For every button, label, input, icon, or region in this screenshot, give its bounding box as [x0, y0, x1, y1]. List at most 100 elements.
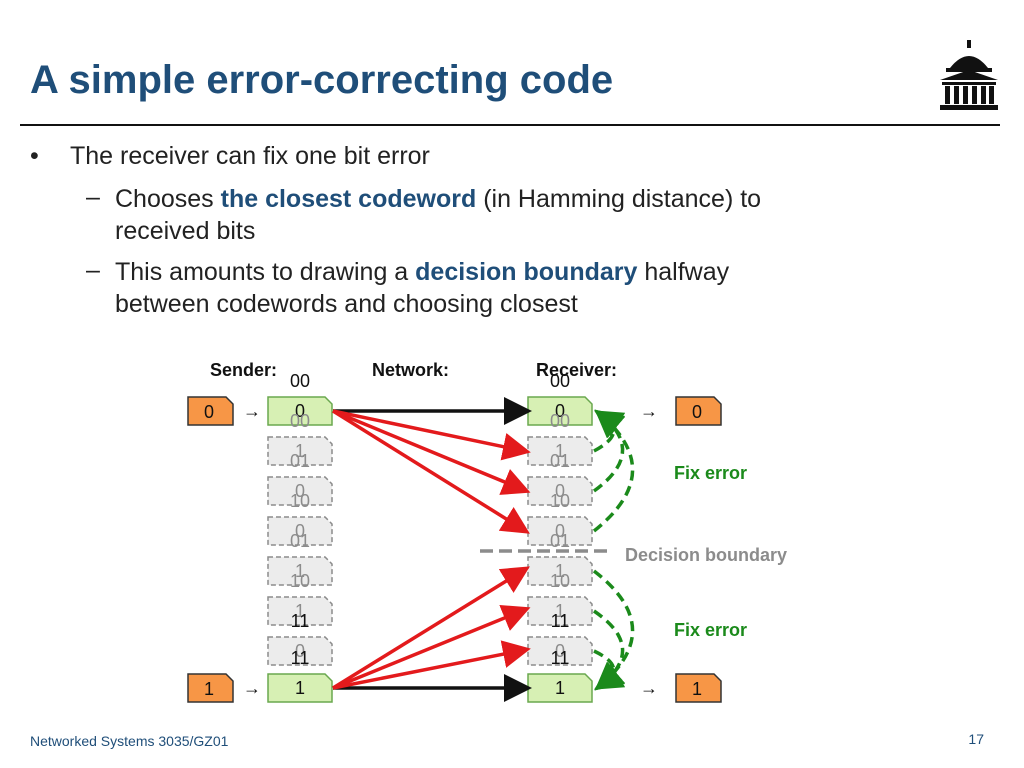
receiver-codeword-box: 111: [527, 648, 593, 703]
arrow-glyph: →: [640, 678, 658, 698]
codeword-bits: 10: [290, 571, 310, 591]
sender-codeword-box: 110: [267, 611, 333, 666]
input-bit-bottom: 1: [187, 673, 234, 703]
sender-codeword-box: 01 1: [267, 531, 333, 586]
codeword-box-shape: [267, 476, 333, 506]
arrow-glyph: →: [243, 678, 261, 698]
fix-arrow: [593, 649, 626, 690]
error-arrow: [332, 640, 531, 690]
codeword-bit-value: 1: [295, 561, 305, 581]
decision-boundary-label: Decision boundary: [625, 545, 787, 565]
footer-course-name: Networked Systems 3035/GZ01: [30, 733, 229, 749]
title-divider: [20, 124, 1000, 126]
column-headers: Sender: Network: Receiver:: [210, 360, 617, 380]
arrow-glyph: →: [243, 401, 261, 421]
codeword-box-shape: [527, 476, 593, 506]
bit-error-arrows: [332, 409, 531, 690]
codeword-bit-value: 0: [295, 641, 305, 661]
network-header: Network:: [372, 360, 449, 380]
codeword-bit-value: 0: [295, 521, 305, 541]
receiver-codeword-box: 01 0: [527, 451, 593, 506]
sub2-line2: between codewords and choosing closest: [115, 290, 578, 318]
codeword-bits: 00: [550, 371, 570, 391]
sub-bullet-dash: –: [86, 256, 100, 284]
codeword-bit-value: 1: [555, 561, 565, 581]
error-arrow: [332, 409, 531, 495]
slide-title: A simple error-correcting code: [30, 58, 614, 102]
receiver-codeword-box: 10 0: [527, 491, 593, 546]
codeword-bits: 01: [550, 531, 570, 551]
receiver-codeword-box: 00 1: [527, 411, 593, 466]
sub1-pre: Chooses: [115, 185, 221, 213]
sender-codeword-box: 01 0: [267, 451, 333, 506]
sender-header: Sender:: [210, 360, 277, 380]
codeword-bit-value: 0: [555, 521, 565, 541]
university-building-logo: [940, 40, 998, 110]
codeword-bit-value: 0: [555, 481, 565, 501]
codeword-bits: 11: [291, 648, 310, 668]
fix-error-arrows: [592, 409, 635, 691]
codeword-bits: 10: [290, 491, 310, 511]
codeword-bits: 10: [550, 491, 570, 511]
codeword-bit-value: 0: [295, 481, 305, 501]
bullet-main-text: The receiver can fix one bit error: [70, 142, 430, 170]
codeword-bit-value: 1: [555, 601, 565, 621]
sub2-pre: This amounts to drawing a: [115, 258, 416, 286]
codeword-bit-value: 1: [295, 678, 305, 698]
codeword-bits: 11: [551, 648, 570, 668]
sub-bullet-dash: –: [86, 183, 100, 211]
codeword-bits: 01: [290, 451, 310, 471]
error-arrow: [332, 409, 530, 534]
codeword-bit-value: 1: [555, 441, 565, 461]
codeword-bits: 00: [290, 371, 310, 391]
output-bit-top: 0: [675, 396, 722, 426]
codeword-box-shape: [267, 436, 333, 466]
codeword-box-shape: [267, 396, 333, 426]
codeword-bits: 11: [551, 611, 570, 631]
sub2-post: halfway: [637, 258, 730, 286]
codeword-bit-value: 0: [555, 641, 565, 661]
codeword-bit-value: 1: [555, 678, 565, 698]
error-arrow: [332, 566, 530, 690]
page-number: 17: [968, 731, 984, 747]
output-top-label: 0: [692, 402, 702, 422]
sender-codeword-box: 10 0: [267, 491, 333, 546]
fix-arrow: [592, 409, 626, 493]
codeword-bits: 00: [550, 411, 570, 431]
input-bottom-label: 1: [204, 679, 214, 699]
codeword-box-shape: [267, 636, 333, 666]
bullet-dot: •: [30, 142, 39, 170]
codeword-bit-value: 1: [295, 441, 305, 461]
codeword-box-shape: [267, 596, 333, 626]
codeword-box-shape: [267, 556, 333, 586]
codeword-bits: 01: [550, 451, 570, 471]
sub1-line2: received bits: [115, 217, 256, 245]
input-top-label: 0: [204, 402, 214, 422]
output-bottom-label: 1: [692, 679, 702, 699]
sub2-highlight: decision boundary: [415, 258, 638, 286]
codeword-box-shape: [527, 516, 593, 546]
receiver-codeword-box: 101: [527, 571, 593, 626]
receiver-header: Receiver:: [536, 360, 617, 380]
codeword-box-shape: [267, 673, 333, 703]
codeword-bits: 01: [290, 531, 310, 551]
sender-codeword-box: 00 1: [267, 411, 333, 466]
output-bit-bottom: 1: [675, 673, 722, 703]
fix-arrow: [593, 410, 626, 453]
sub1-highlight: the closest codeword: [220, 185, 477, 213]
codeword-bits: 00: [290, 411, 310, 431]
codeword-box-shape: [267, 516, 333, 546]
receiver-codeword-box: 110: [527, 611, 593, 666]
fix-arrow: [592, 569, 635, 691]
sender-codeword-box: 10 1: [267, 571, 333, 626]
codeword-bits: 11: [291, 611, 310, 631]
sender-codeword-box: 000: [267, 371, 333, 426]
codeword-bit-value: 1: [295, 601, 305, 621]
sub1-post: (in Hamming distance) to: [476, 185, 762, 213]
fix-error-label-bottom: Fix error: [674, 620, 747, 640]
fix-error-label-top: Fix error: [674, 463, 747, 483]
small-arrows: → → → →: [243, 401, 658, 698]
